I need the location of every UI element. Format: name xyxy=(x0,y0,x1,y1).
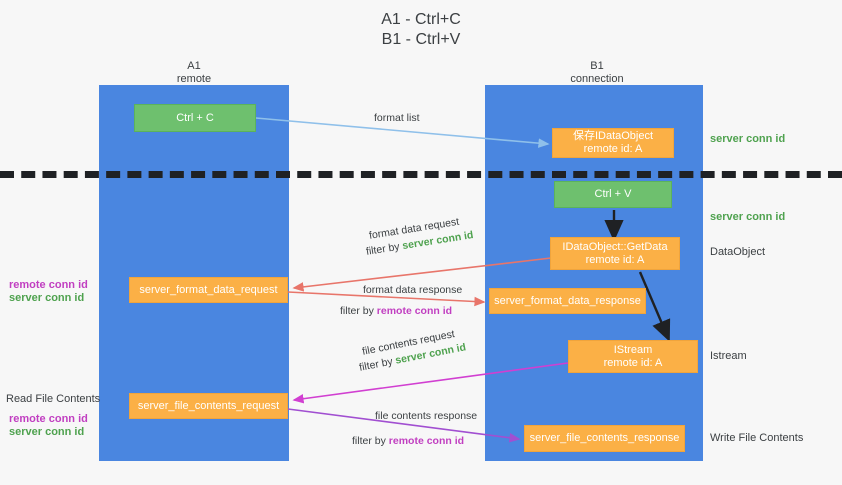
node-idataobject-getdata-label: IDataObject::GetData remote id: A xyxy=(562,240,668,266)
node-ctrl-v[interactable]: Ctrl + V xyxy=(554,181,672,208)
right-label-dataobject: DataObject xyxy=(710,246,766,258)
title-line-1: A1 - Ctrl+C xyxy=(381,11,461,28)
column-a1-sub: remote xyxy=(176,73,212,85)
column-a1-name: A1 xyxy=(187,60,201,72)
node-server-format-data-response-label: server_format_data_response xyxy=(494,294,641,307)
right-label-istream: Istream xyxy=(710,350,747,362)
node-server-file-contents-request[interactable]: server_file_contents_request xyxy=(129,393,288,419)
column-b1-sub: connection xyxy=(570,73,624,85)
right-label-write-file-contents: Write File Contents xyxy=(710,432,804,444)
column-b1-name: B1 xyxy=(590,60,604,72)
wire-file-contents-response xyxy=(287,408,521,443)
node-idataobject-top-label: 保存IDataObject remote id: A xyxy=(572,130,654,155)
edge-label-format-data-response-filter: filter by remote conn id xyxy=(340,304,452,318)
edge-label-file-contents-response-filter: filter by remote conn id xyxy=(352,434,464,448)
edge-label-format-list: format list xyxy=(374,112,420,124)
filter-value-remote-conn-id: remote conn id xyxy=(376,305,453,317)
left-label-remote-conn-id-2: remote conn id xyxy=(9,413,88,425)
node-server-format-data-request[interactable]: server_format_data_request xyxy=(129,277,288,303)
page-title: A1 - Ctrl+C B1 - Ctrl+V xyxy=(0,10,842,50)
node-idataobject-top[interactable]: 保存IDataObject remote id: A xyxy=(552,128,674,158)
node-idataobject-getdata[interactable]: IDataObject::GetData remote id: A xyxy=(550,237,680,270)
edge-label-format-data-response: format data response xyxy=(363,283,462,297)
edge-label-file-contents-response: file contents response xyxy=(375,409,477,423)
node-ctrl-v-label: Ctrl + V xyxy=(594,188,632,200)
node-istream[interactable]: IStream remote id: A xyxy=(568,340,698,373)
left-label-server-conn-id-2: server conn id xyxy=(9,426,85,438)
column-header-a1: A1 remote xyxy=(104,60,284,86)
right-label-server-conn-id-2: server conn id xyxy=(710,211,786,223)
wire-getdata-to-istream xyxy=(638,271,671,342)
node-ctrl-c[interactable]: Ctrl + C xyxy=(134,104,256,132)
left-label-server-conn-id-1: server conn id xyxy=(9,292,85,304)
node-server-format-data-request-label: server_format_data_request xyxy=(139,283,278,296)
left-label-read-file-contents: Read File Contents xyxy=(6,393,101,405)
right-label-server-conn-id-1: server conn id xyxy=(710,133,786,145)
wire-format-data-response xyxy=(287,291,486,307)
filter-prefix: filter by xyxy=(352,435,389,447)
node-server-format-data-response[interactable]: server_format_data_response xyxy=(489,288,646,314)
title-line-2: B1 - Ctrl+V xyxy=(381,31,461,48)
edge-label-file-contents-response-text: file contents response xyxy=(375,410,478,422)
filter-value-remote-conn-id: remote conn id xyxy=(388,435,465,447)
phase-divider xyxy=(0,171,842,178)
node-ctrl-c-label: Ctrl + C xyxy=(176,111,214,124)
node-istream-label: IStream remote id: A xyxy=(603,343,663,369)
node-server-file-contents-response-label: server_file_contents_response xyxy=(529,432,680,444)
filter-prefix: filter by xyxy=(340,305,377,317)
column-header-b1: B1 connection xyxy=(507,60,687,86)
wire-file-contents-request xyxy=(292,362,569,404)
wire-format-list xyxy=(255,117,550,148)
node-server-file-contents-response[interactable]: server_file_contents_response xyxy=(524,425,685,452)
node-server-file-contents-request-label: server_file_contents_request xyxy=(137,399,280,412)
edge-label-format-data-response-text: format data response xyxy=(363,284,463,296)
wire-format-data-request xyxy=(292,257,552,292)
left-label-remote-conn-id-1: remote conn id xyxy=(9,279,88,291)
